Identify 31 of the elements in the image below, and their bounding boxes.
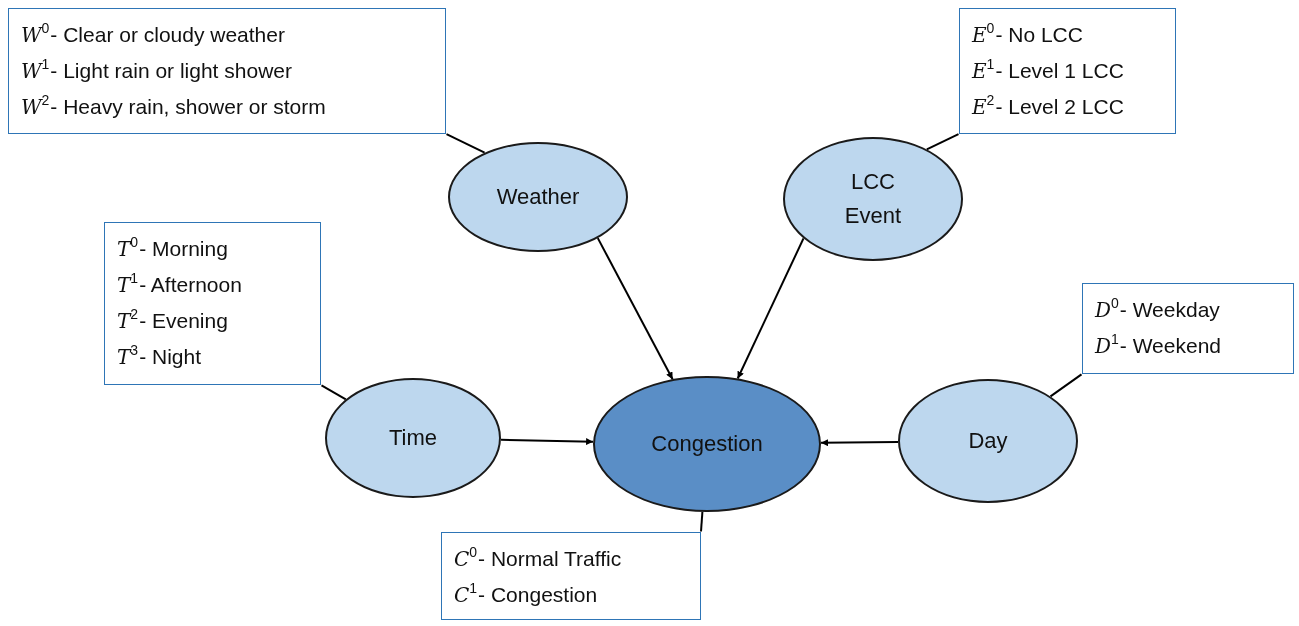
state-definition: T$^{2}$- Evening <box>117 305 228 335</box>
state-definition: T$^{1}$- Afternoon <box>117 269 242 299</box>
state-definition: T$^{0}$- Morning <box>117 233 228 263</box>
variable-label: Weather <box>496 183 580 211</box>
arrow <box>500 438 595 446</box>
state-definition: W$^{1}$- Light rain or light shower <box>21 55 292 85</box>
state-list-box <box>8 8 446 134</box>
connector-line <box>320 384 347 401</box>
state-list-box <box>441 532 701 620</box>
state-list-box <box>1082 283 1294 374</box>
variable-label: Congestion <box>651 430 763 458</box>
variable-label: Day <box>968 427 1008 455</box>
state-definition: D$^{1}$- Weekend <box>1095 330 1221 360</box>
connector-line <box>1049 373 1083 398</box>
state-definition: C$^{0}$- Normal Traffic <box>454 543 622 573</box>
connector-line <box>700 510 704 533</box>
state-definition: W$^{2}$- Heavy rain, shower or storm <box>21 91 326 121</box>
variable-label: LCC Event <box>844 168 902 230</box>
connector-line <box>925 133 960 151</box>
state-list-box <box>104 222 321 385</box>
connector-line <box>445 133 486 154</box>
state-definition: T$^{3}$- Night <box>117 341 201 371</box>
state-definition: W$^{0}$- Clear or cloudy weather <box>21 19 285 49</box>
state-definition: E$^{0}$- No LCC <box>972 19 1083 49</box>
state-list-box <box>959 8 1176 134</box>
arrow <box>820 439 899 447</box>
state-definition: C$^{1}$- Congestion <box>454 579 598 609</box>
state-definition: E$^{2}$- Level 2 LCC <box>972 91 1124 121</box>
state-definition: E$^{1}$- Level 1 LCC <box>972 55 1124 85</box>
variable-label: Time <box>388 424 438 452</box>
state-definition: D$^{0}$- Weekday <box>1095 294 1220 324</box>
